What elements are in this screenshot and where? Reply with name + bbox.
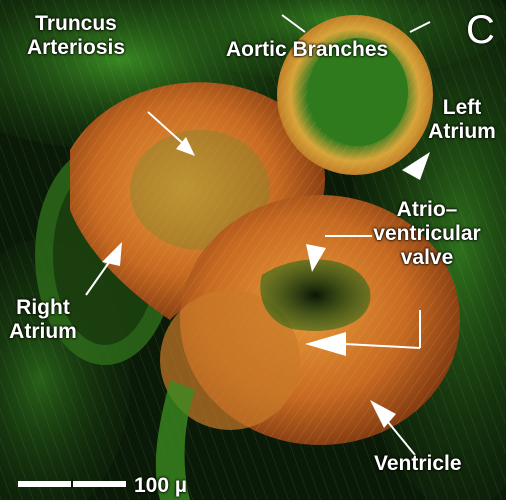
label-truncus-line1: Truncus	[35, 12, 117, 35]
label-truncus-arteriosis: Truncus Arteriosis	[2, 12, 150, 60]
right-atrium-arrowhead	[102, 242, 122, 266]
av-arrowhead-lower	[305, 332, 346, 356]
truncus-arrowhead	[176, 137, 195, 156]
label-left-atrium-line2: Atrium	[428, 120, 496, 143]
label-av-line3: valve	[400, 246, 454, 269]
label-aortic-branches: Aortic Branches	[226, 38, 389, 61]
label-left-atrium-line1: Left	[442, 96, 482, 119]
label-right-atrium: Right Atrium	[0, 296, 86, 344]
label-right-atrium-line1: Right	[16, 296, 70, 319]
label-atrioventricular-valve: Atrio– ventricular valve	[372, 198, 482, 270]
label-ventricle: Ventricle	[374, 452, 462, 475]
av-arrowhead-upper	[306, 244, 326, 272]
left-atrium-arrowhead	[402, 152, 430, 180]
ventricle-arrowhead	[370, 400, 396, 428]
label-av-line2: ventricular	[373, 222, 481, 245]
label-right-atrium-line2: Atrium	[9, 320, 77, 343]
label-truncus-line2: Arteriosis	[26, 36, 126, 59]
panel-letter: C	[466, 8, 495, 52]
label-left-atrium: Left Atrium	[414, 96, 506, 144]
label-av-line1: Atrio–	[396, 198, 458, 221]
scale-bar-label: 100 µ	[134, 474, 187, 497]
